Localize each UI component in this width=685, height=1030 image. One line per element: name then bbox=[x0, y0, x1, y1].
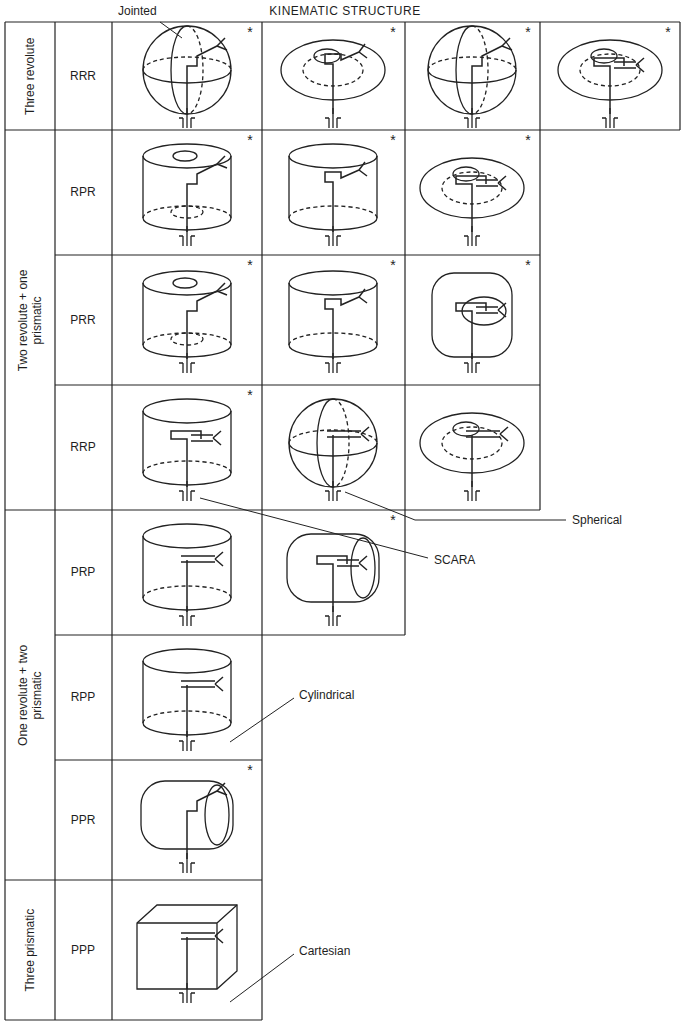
robot-sketch bbox=[143, 144, 231, 246]
code-label: RRR bbox=[70, 69, 96, 83]
asterisk-mark: * bbox=[390, 24, 395, 41]
robot-sketch bbox=[289, 399, 377, 501]
robot-sketch bbox=[143, 26, 231, 128]
asterisk-mark: * bbox=[665, 24, 670, 41]
leader-line bbox=[200, 498, 428, 558]
callout-label: Jointed bbox=[118, 4, 157, 18]
callout-label: SCARA bbox=[432, 553, 477, 567]
code-label: RPP bbox=[71, 690, 96, 704]
asterisk-mark: * bbox=[390, 512, 395, 529]
code-label: PRP bbox=[71, 565, 96, 579]
asterisk-mark: * bbox=[525, 257, 530, 274]
robot-sketch bbox=[137, 905, 237, 1003]
robot-sketch bbox=[420, 158, 524, 246]
robot-sketch bbox=[143, 524, 231, 626]
leader-line bbox=[345, 492, 566, 520]
robot-sketch bbox=[558, 40, 662, 128]
robot-sketch bbox=[428, 26, 516, 128]
asterisk-mark: * bbox=[247, 132, 252, 149]
group-label: Three revolute bbox=[23, 26, 37, 126]
robot-sketch bbox=[432, 273, 512, 373]
asterisk-mark: * bbox=[247, 762, 252, 779]
robot-sketch bbox=[289, 144, 377, 246]
robot-sketch bbox=[287, 534, 379, 626]
code-label: RRP bbox=[70, 440, 95, 454]
asterisk-mark: * bbox=[247, 24, 252, 41]
asterisk-mark: * bbox=[390, 257, 395, 274]
callout-label: Cartesian bbox=[297, 944, 352, 958]
callout-label: Cylindrical bbox=[297, 688, 356, 702]
asterisk-mark: * bbox=[390, 132, 395, 149]
leader-line bbox=[230, 698, 294, 742]
leader-lines bbox=[160, 22, 566, 1002]
robot-sketch bbox=[289, 271, 377, 373]
leader-line bbox=[230, 954, 294, 1002]
code-label: PRR bbox=[70, 313, 95, 327]
group-label: One revolute + two prismatic bbox=[16, 620, 45, 770]
asterisk-mark: * bbox=[525, 132, 530, 149]
code-label: PPR bbox=[71, 813, 96, 827]
leader-line bbox=[160, 22, 182, 38]
code-label: RPR bbox=[70, 185, 95, 199]
table-title: KINEMATIC STRUCTURE bbox=[269, 4, 420, 18]
robot-sketch bbox=[420, 413, 524, 501]
asterisk-mark: * bbox=[525, 24, 530, 41]
robot-sketch bbox=[143, 399, 231, 501]
robot-sketch bbox=[141, 781, 233, 873]
robot-sketch bbox=[143, 271, 231, 373]
callout-label: Spherical bbox=[570, 513, 624, 527]
code-label: PPP bbox=[71, 943, 95, 957]
group-label: Two revolute + one prismatic bbox=[16, 245, 45, 395]
asterisk-mark: * bbox=[247, 387, 252, 404]
asterisk-mark: * bbox=[247, 257, 252, 274]
robot-sketch bbox=[143, 649, 231, 751]
robot-sketch bbox=[281, 40, 385, 128]
group-label: Three prismatic bbox=[23, 890, 37, 1010]
table-grid bbox=[5, 22, 680, 1020]
